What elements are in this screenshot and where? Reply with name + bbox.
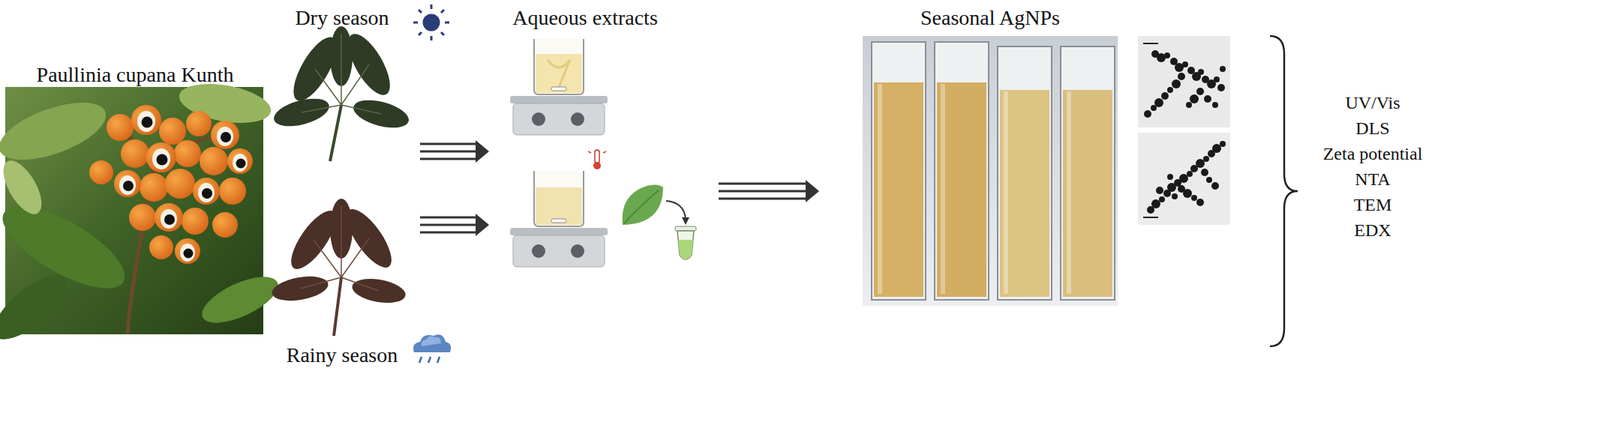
- extracts-panel: Aqueous extracts: [495, 6, 713, 286]
- triple-arrow: [718, 180, 820, 203]
- technique-label: EDX: [1308, 217, 1437, 244]
- hotplate-heated: [510, 171, 608, 268]
- arrow-head: [475, 213, 490, 237]
- arrow-shaft: [420, 150, 479, 154]
- arrow-shaft: [420, 224, 479, 227]
- curly-bracket: [1269, 36, 1298, 347]
- arrow-shaft: [420, 158, 479, 161]
- hotplate-stirrer: [510, 39, 608, 136]
- arrow-head: [475, 140, 490, 163]
- dry-season-panel: Dry season: [270, 6, 415, 167]
- panel-heading: Dry season: [270, 6, 415, 31]
- technique-label: TEM: [1308, 192, 1437, 218]
- panel-heading: Rainy season: [270, 343, 415, 368]
- rainy-season-panel: Rainy season: [270, 196, 415, 368]
- rainy-leaf: [270, 198, 408, 337]
- technique-label: Zeta potential: [1308, 141, 1437, 167]
- panel-heading: Paullinia cupana Kunth: [5, 63, 265, 88]
- nanoparticles-panel: Seasonal AgNPs: [825, 6, 1246, 310]
- technique-list: UV/VisDLSZeta potentialNTATEMEDX: [1308, 90, 1437, 244]
- triple-arrow: [420, 140, 490, 163]
- cuvette-photo: [862, 36, 1118, 307]
- arrow-shaft: [420, 231, 479, 235]
- microtube: [675, 226, 697, 260]
- arrow-head: [805, 180, 820, 203]
- guarana-photo: [0, 78, 285, 351]
- tem-image: [1137, 132, 1231, 226]
- panel-heading: Aqueous extracts: [495, 6, 676, 31]
- dry-leaf: [270, 26, 412, 162]
- sun-icon: [413, 4, 450, 41]
- technique-label: DLS: [1308, 115, 1437, 142]
- triple-arrow: [420, 213, 490, 237]
- technique-label: NTA: [1308, 166, 1437, 193]
- arrow-shaft: [718, 183, 809, 186]
- arrow-shaft: [420, 216, 479, 220]
- species-panel: Paullinia cupana Kunth: [5, 63, 265, 338]
- panel-heading: Seasonal AgNPs: [862, 6, 1118, 31]
- arrow-shaft: [420, 143, 479, 146]
- arrow-shaft: [718, 190, 809, 193]
- tem-image: [1137, 36, 1231, 128]
- technique-label: UV/Vis: [1308, 90, 1437, 116]
- leaf-icon: [622, 184, 664, 226]
- thermometer-icon: [588, 150, 607, 170]
- rain-cloud-icon: [413, 334, 451, 364]
- arrow-shaft: [718, 198, 809, 201]
- transfer-arrow: [666, 201, 690, 226]
